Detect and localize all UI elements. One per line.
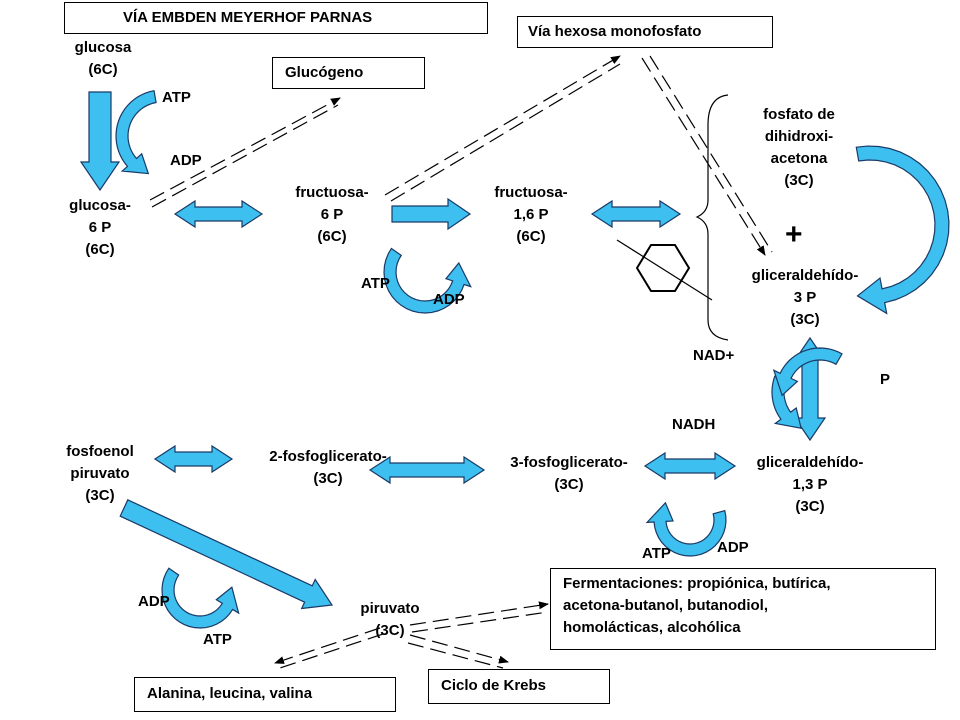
arrow-f6p-f16bp <box>391 197 472 231</box>
arrow-glucose-g6p <box>79 91 121 192</box>
arrow-pep-pyruvate <box>119 499 334 610</box>
hexose-pathway-label: Vía hexosa monofosfato <box>528 23 702 40</box>
cofactor-nadh: NADH <box>672 416 716 433</box>
curved-arrow-atp-adp-3 <box>645 501 727 557</box>
fermentations-line-2: acetona-butanol, butanodiol, <box>563 597 768 614</box>
curly-brace <box>695 94 729 341</box>
metabolite-pyruvate: piruvato (3C) <box>360 600 420 639</box>
curved-arrow-dhap-g3p <box>855 145 950 315</box>
metabolite-glucose-6p: glucosa- 6 P (6C) <box>69 197 131 258</box>
cofactor-atp-4: ATP <box>203 631 232 648</box>
dashed-arrow-to-amino-acids <box>274 627 381 664</box>
glycogen-label: Glucógeno <box>285 64 364 81</box>
glycogen-box: Glucógeno <box>272 57 425 89</box>
single-arrows <box>79 91 472 610</box>
double-arrows <box>153 199 827 485</box>
curved-arrow-adp-atp-4 <box>161 567 240 629</box>
amino-acids-label: Alanina, leucina, valina <box>147 685 313 702</box>
dashed-arrow-hexose-to-g3p <box>641 57 766 256</box>
double-arrow-2pg-pep <box>153 444 234 474</box>
plus-sign: + <box>785 218 803 251</box>
metabolite-g3p: gliceraldehído- 3 P (3C) <box>751 267 859 328</box>
dashed-arrow-to-krebs <box>409 634 509 664</box>
cofactor-atp-2: ATP <box>361 275 390 292</box>
fermentations-line-1: Fermentaciones: propiónica, butírica, <box>563 575 831 592</box>
metabolite-fructose-6p: fructuosa- 6 P (6C) <box>295 184 369 245</box>
cofactor-adp-1: ADP <box>170 152 202 169</box>
cofactor-adp-4: ADP <box>138 593 170 610</box>
amino-acids-box: Alanina, leucina, valina <box>134 677 396 712</box>
metabolite-fructose-16bp: fructuosa- 1,6 P (6C) <box>494 184 568 245</box>
curved-arrow-atp-adp-1 <box>115 89 157 175</box>
metabolite-3pg: 3-fosfoglicerato- (3C) <box>510 454 628 493</box>
double-arrow-g6p-f6p <box>173 199 264 229</box>
inhibition-symbol <box>616 239 713 301</box>
krebs-box: Ciclo de Krebs <box>428 669 610 704</box>
double-arrow-13bpg-3pg <box>643 451 737 481</box>
dashed-arrow-to-glycogen <box>149 97 341 201</box>
curved-arrows <box>115 89 950 629</box>
cofactor-adp-3: ADP <box>717 539 749 556</box>
fermentations-line-3: homolácticas, alcohólica <box>563 619 741 636</box>
curved-arrow-atp-adp-2 <box>383 247 472 314</box>
cofactor-atp-1: ATP <box>162 89 191 106</box>
page-title: VÍA EMBDEN MEYERHOF PARNAS <box>123 9 373 26</box>
fermentations-box: Fermentaciones: propiónica, butírica, ac… <box>550 568 936 650</box>
metabolite-pep: fosfoenol piruvato (3C) <box>66 443 134 504</box>
cofactor-atp-3: ATP <box>642 545 671 562</box>
cofactor-nad-plus: NAD+ <box>693 347 735 364</box>
cofactor-adp-2: ADP <box>433 291 465 308</box>
metabolite-glucose: glucosa (6C) <box>74 39 132 78</box>
dashed-arrow-to-fermentations <box>409 601 549 626</box>
metabolite-dhap: fosfato de dihidroxi- acetona (3C) <box>763 106 835 189</box>
title-box: VÍA EMBDEN MEYERHOF PARNAS <box>64 2 488 34</box>
cofactor-phosphate: P <box>880 371 891 388</box>
metabolite-13bpg: gliceraldehído- 1,3 P (3C) <box>756 454 864 515</box>
krebs-label: Ciclo de Krebs <box>441 677 547 694</box>
dashed-arrows <box>149 55 773 669</box>
hexose-pathway-box: Vía hexosa monofosfato <box>517 16 773 48</box>
double-arrow-f16bp-triose <box>590 199 682 229</box>
double-arrow-3pg-2pg <box>368 455 486 485</box>
curved-arrow-phosphate <box>772 347 843 397</box>
metabolite-2pg: 2-fosfoglicerato- (3C) <box>269 448 387 487</box>
